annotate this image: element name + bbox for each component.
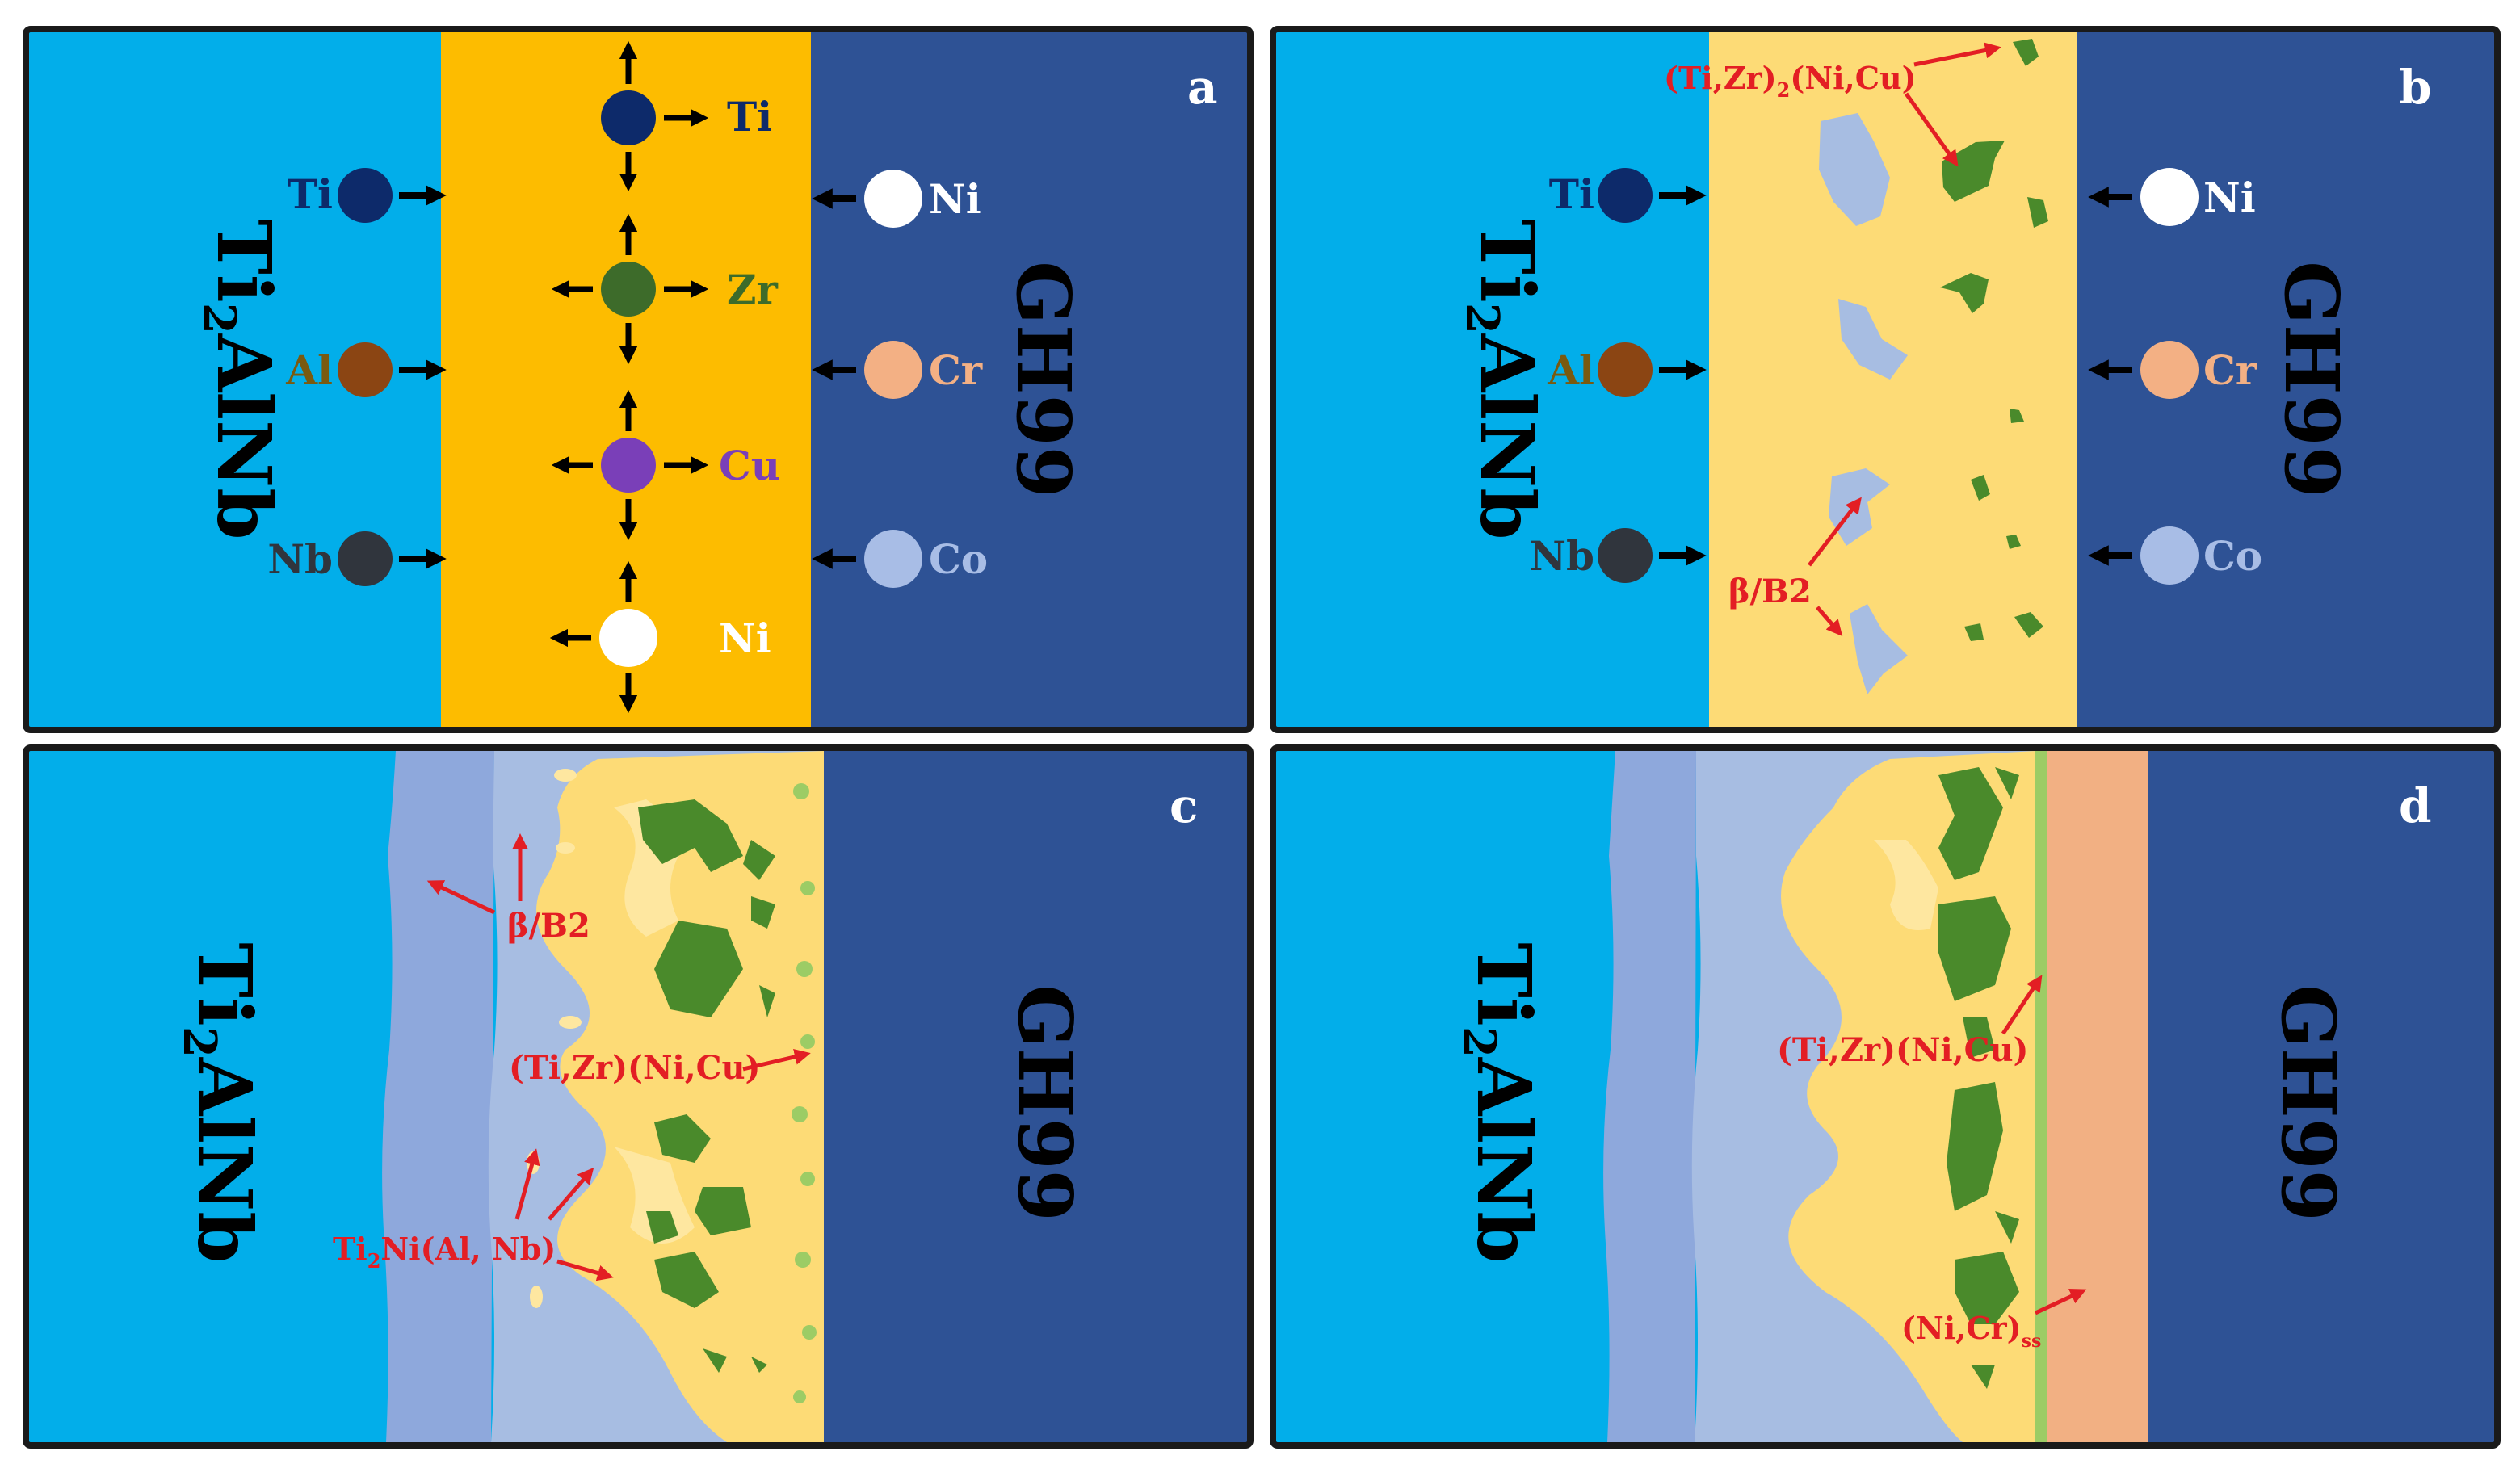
center-atom-cu: Cu <box>551 389 780 541</box>
panel-a: a Ti2AlNb GH99 Ti Al Nb Ni Cr <box>23 26 1254 733</box>
svg-text:(Ti,Zr)(Ni,Cu): (Ti,Zr)(Ni,Cu) <box>509 1049 760 1087</box>
material-label-gh99: GH99 <box>2268 261 2355 498</box>
right-atom-co: Co <box>2088 526 2262 585</box>
svg-text:Cu: Cu <box>719 442 780 489</box>
green-phase-particles <box>1938 767 2019 1389</box>
atom-co-icon <box>864 530 922 588</box>
svg-text:Cr: Cr <box>929 346 983 394</box>
atom-nb-icon <box>338 531 393 586</box>
atom-ti-icon <box>601 90 656 145</box>
svg-text:Cr: Cr <box>2203 346 2258 394</box>
svg-text:β/B2: β/B2 <box>507 907 590 945</box>
annotation-ni-cr-ss: (Ni,Cr)ss <box>1901 1288 2087 1352</box>
material-label-gh99: GH99 <box>1000 261 1087 498</box>
panel-label-d: d <box>2399 778 2432 833</box>
svg-text:Nb: Nb <box>1529 532 1594 580</box>
right-atom-cr: Cr <box>2088 341 2258 399</box>
annotation-beta-b2: β/B2 <box>1728 497 1862 637</box>
svg-text:Al: Al <box>285 346 333 394</box>
center-atom-zr: Zr <box>551 213 778 365</box>
right-atom-ni: Ni <box>812 170 981 228</box>
left-atom-nb: Nb <box>267 531 447 586</box>
svg-text:Al: Al <box>1547 346 1594 394</box>
center-atom-ni: Ni <box>549 560 771 714</box>
panel-label-c: c <box>1170 778 1198 833</box>
svg-text:(Ni,Cr)ss: (Ni,Cr)ss <box>1901 1310 2041 1352</box>
green-phase-particles <box>638 799 775 1373</box>
right-atom-co: Co <box>812 530 988 588</box>
annotation-ti-zr-ni-cu: (Ti,Zr)(Ni,Cu) <box>509 1049 811 1087</box>
svg-text:(Ti,Zr)(Ni,Cu): (Ti,Zr)(Ni,Cu) <box>1777 1031 2028 1069</box>
svg-text:Ni: Ni <box>2203 174 2256 221</box>
atom-al-icon <box>1598 342 1653 397</box>
material-label-ti2alnb: Ti2AlNb <box>1452 942 1548 1263</box>
material-label-gh99: GH99 <box>2265 984 2352 1222</box>
atom-zr-icon <box>601 262 656 317</box>
atom-ni-icon <box>599 609 657 667</box>
panel-label-b: b <box>2399 60 2432 115</box>
svg-text:Ti: Ti <box>727 93 772 141</box>
svg-text:Ti2Ni(Al, Nb): Ti2Ni(Al, Nb) <box>333 1231 556 1273</box>
svg-text:β/B2: β/B2 <box>1728 573 1812 610</box>
annotation-ti-zr-2-ni-cu: (Ti,Zr)2(Ni,Cu) <box>1664 42 2001 167</box>
material-label-gh99: GH99 <box>1002 984 1089 1222</box>
atom-ti-icon <box>1598 168 1653 223</box>
svg-text:Nb: Nb <box>267 535 333 583</box>
annotation-beta-b2: β/B2 <box>426 833 590 945</box>
panel-label-a: a <box>1187 60 1218 115</box>
svg-text:Ni: Ni <box>719 614 771 662</box>
material-label-ti2alnb: Ti2AlNb <box>192 219 288 539</box>
panel-d <box>1276 751 2494 1442</box>
panel-d-overlay: d Ti2AlNb GH99 (Ti,Zr)(Ni,Cu) (Ni,Cr)ss <box>1270 744 2501 1449</box>
svg-text:Ni: Ni <box>929 175 981 223</box>
svg-text:(Ti,Zr)2(Ni,Cu): (Ti,Zr)2(Ni,Cu) <box>1664 60 1917 102</box>
material-label-ti2alnb: Ti2AlNb <box>1455 219 1551 539</box>
atom-nb-icon <box>1598 528 1653 583</box>
panel-c-overlay: c Ti2AlNb GH99 β/B2 (Ti,Zr)(Ni,Cu) Ti2Ni… <box>23 744 1254 1449</box>
svg-text:Co: Co <box>929 535 988 583</box>
atom-co-icon <box>2140 526 2199 585</box>
left-atom-al: Al <box>285 342 447 397</box>
svg-text:Co: Co <box>2203 532 2262 580</box>
left-atom-nb: Nb <box>1529 528 1707 583</box>
atom-ni-icon <box>2140 168 2199 226</box>
material-label-ti2alnb: Ti2AlNb <box>173 942 268 1263</box>
panel-c <box>29 751 1247 1442</box>
atom-al-icon <box>338 342 393 397</box>
svg-text:Ti: Ti <box>1549 170 1594 218</box>
atom-cr-icon <box>864 341 922 399</box>
thin-phase-dots <box>792 783 817 1403</box>
atom-ti-icon <box>338 168 393 223</box>
left-atom-al: Al <box>1547 342 1707 397</box>
center-atom-ti: Ti <box>601 40 772 192</box>
panel-b: b Ti2AlNb GH99 Ti Al <box>1270 26 2501 733</box>
right-atom-ni: Ni <box>2088 168 2256 226</box>
atom-ni-icon <box>864 170 922 228</box>
right-atom-cr: Cr <box>812 341 983 399</box>
svg-text:Zr: Zr <box>727 266 778 313</box>
annotation-ti-zr-ni-cu: (Ti,Zr)(Ni,Cu) <box>1777 975 2043 1069</box>
svg-text:Ti: Ti <box>288 170 333 218</box>
atom-cu-icon <box>601 438 656 493</box>
left-atom-ti: Ti <box>1549 168 1707 223</box>
left-atom-ti: Ti <box>288 168 447 223</box>
atom-cr-icon <box>2140 341 2199 399</box>
